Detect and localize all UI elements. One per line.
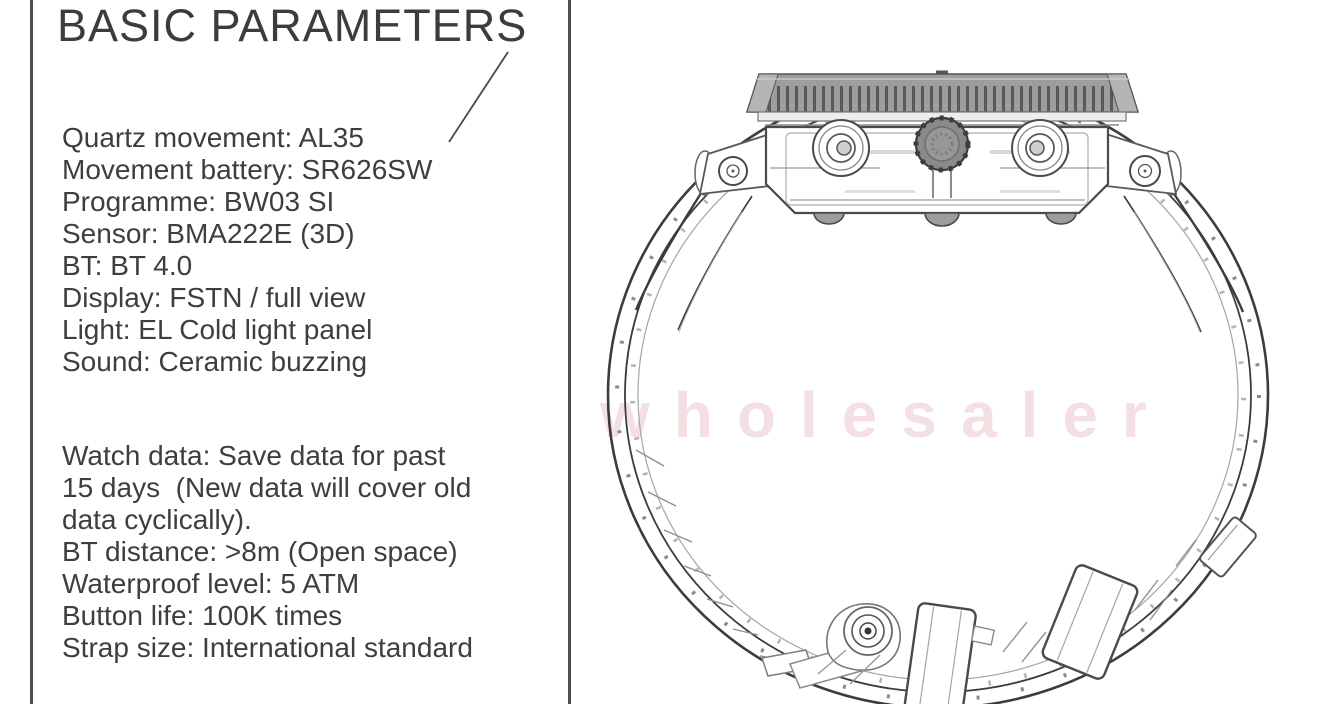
lug-right [1105, 132, 1178, 196]
lug-left [698, 132, 771, 196]
title-leader-line [448, 51, 509, 143]
page-title: BASIC PARAMETERS [57, 0, 528, 51]
spec-line: Quartz movement: AL35 [62, 122, 364, 153]
spec-line: Programme: BW03 SI [62, 186, 335, 217]
spec-line: Sensor: BMA222E (3D) [62, 218, 355, 249]
strap-keeper-1 [903, 602, 977, 704]
case-foot-center [924, 212, 960, 227]
case-foot-right [1045, 212, 1077, 225]
panel-border-left [30, 0, 33, 704]
watch-case [694, 70, 1182, 227]
strap-end-tab [1199, 516, 1257, 578]
watermark: wholesaler [600, 379, 1171, 451]
panel-border-right [568, 0, 571, 704]
spec-line: Display: FSTN / full view [62, 282, 366, 313]
strap-keeper-2 [1041, 564, 1139, 680]
spec-line: BT: BT 4.0 [62, 250, 193, 281]
strap-hatch-marks [635, 449, 1197, 663]
spec-line: Sound: Ceramic buzzing [62, 346, 368, 377]
pusher-right [1011, 119, 1069, 177]
case-foot-left [813, 212, 845, 225]
spec-line: Button life: 100K times [62, 600, 343, 631]
spec-line: BT distance: >8m (Open space) [62, 536, 458, 567]
spec-line: Light: EL Cold light panel [62, 314, 373, 345]
pusher-left [812, 119, 870, 177]
buckle [761, 603, 901, 689]
spec-line: Movement battery: SR626SW [62, 154, 433, 185]
strap-arms [634, 175, 1245, 333]
spec-line: Waterproof level: 5 ATM [62, 568, 360, 599]
watch-side-view-illustration [606, 70, 1270, 704]
spec-line: Watch data: Save data for past [62, 440, 446, 471]
spec-line: data cyclically). [62, 504, 252, 535]
spec-line: Strap size: International standard [62, 632, 473, 663]
buckle-pin-head [843, 606, 893, 656]
strap-detail-plate [970, 625, 996, 646]
watch-bezel [745, 70, 1140, 113]
crown [913, 115, 971, 198]
spec-line: 15 days (New data will cover old [62, 472, 472, 503]
